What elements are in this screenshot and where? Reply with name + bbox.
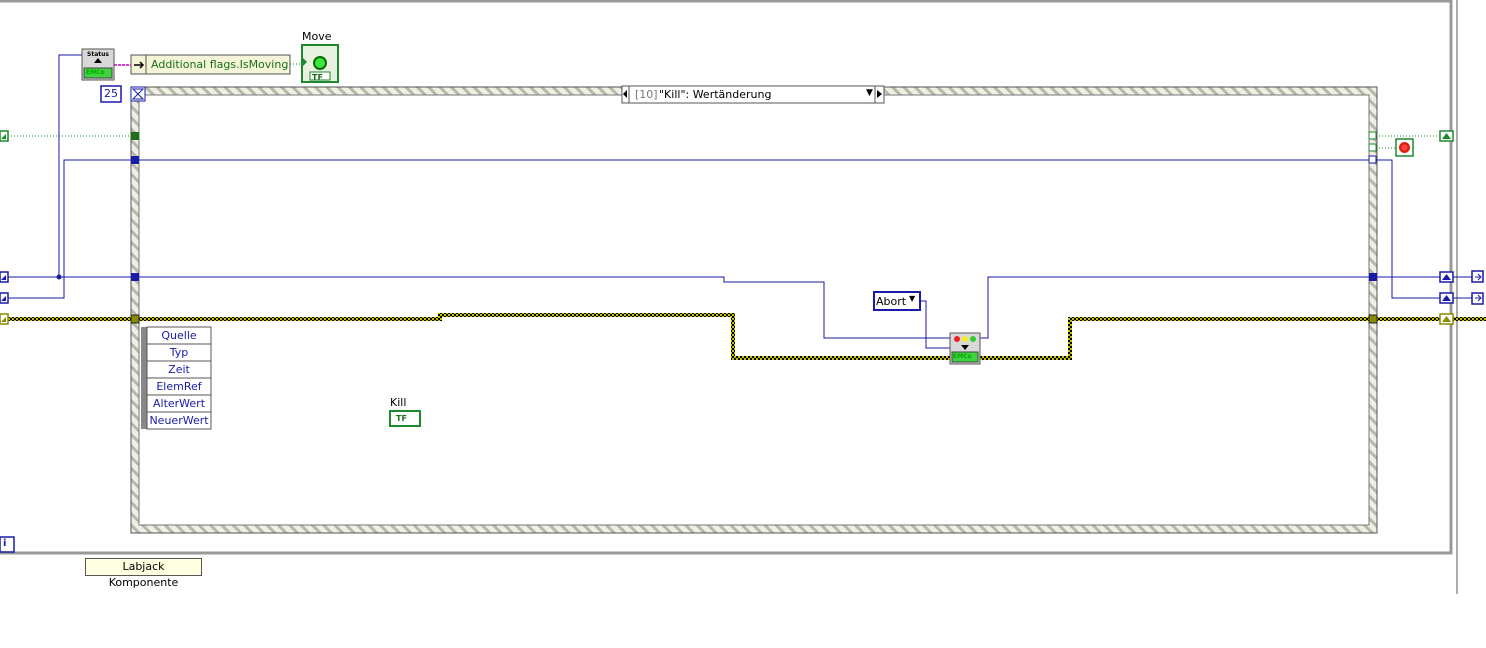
case-index: [10]: [635, 88, 658, 101]
green-dotted-wire: [8, 135, 1440, 149]
info-icon[interactable]: [0, 536, 15, 553]
move-indicator-label: Move: [302, 30, 332, 43]
event-data-item-type: Typ: [169, 346, 189, 359]
abort-enum-constant[interactable]: [873, 291, 921, 311]
kill-control-tf: TF: [396, 414, 407, 423]
chevron-down-icon[interactable]: ▼: [866, 88, 873, 98]
emc-node[interactable]: [949, 332, 981, 365]
tooltip-label: Labjack Komponente: [85, 558, 202, 589]
kill-control[interactable]: [389, 410, 421, 427]
event-data-item-time: Zeit: [168, 363, 190, 376]
stop-terminal[interactable]: [1395, 138, 1414, 157]
case-selector[interactable]: [10] "Kill": Wertänderung ▼: [624, 87, 876, 103]
error-cluster-wire: [8, 313, 1486, 360]
kill-control-label: Kill: [390, 396, 407, 409]
event-data-item-source: Quelle: [161, 329, 197, 342]
status-node-label: Status: [87, 51, 109, 58]
status-node[interactable]: [81, 48, 115, 81]
right-shift-registers: [1439, 130, 1454, 325]
property-node-label: Additional flags.IsMoving: [151, 58, 289, 71]
loop-count-value: 25: [104, 87, 118, 100]
event-data-item-oldval: AlterWert: [152, 397, 206, 410]
loop-count-terminal: [100, 85, 146, 103]
event-data-item-ctlref: ElemRef: [156, 380, 202, 393]
property-node[interactable]: [130, 54, 291, 75]
case-label: "Kill": Wertänderung: [659, 88, 772, 101]
enum-value: Abort: [876, 295, 907, 308]
left-shift-registers: [0, 130, 9, 325]
move-indicator[interactable]: [301, 44, 339, 83]
case-structure-frame: [130, 86, 1378, 534]
event-data-item-newval: NeuerWert: [149, 414, 209, 427]
while-loop-frame: [0, 0, 1458, 594]
chevron-down-icon[interactable]: ▼: [909, 294, 916, 303]
info-icon-glyph: i: [3, 538, 7, 549]
output-tunnels: [1471, 270, 1484, 305]
move-indicator-tf: TF: [312, 73, 323, 82]
status-node-class-label: EMCo: [86, 69, 105, 76]
blue-wires: [8, 54, 1472, 349]
case-tunnels: [130, 131, 1378, 324]
emc-node-class-label: EMCo: [953, 353, 972, 360]
wire-junction: [56, 274, 62, 280]
event-data-node: [141, 326, 212, 430]
case-selector-frame[interactable]: [621, 85, 885, 104]
